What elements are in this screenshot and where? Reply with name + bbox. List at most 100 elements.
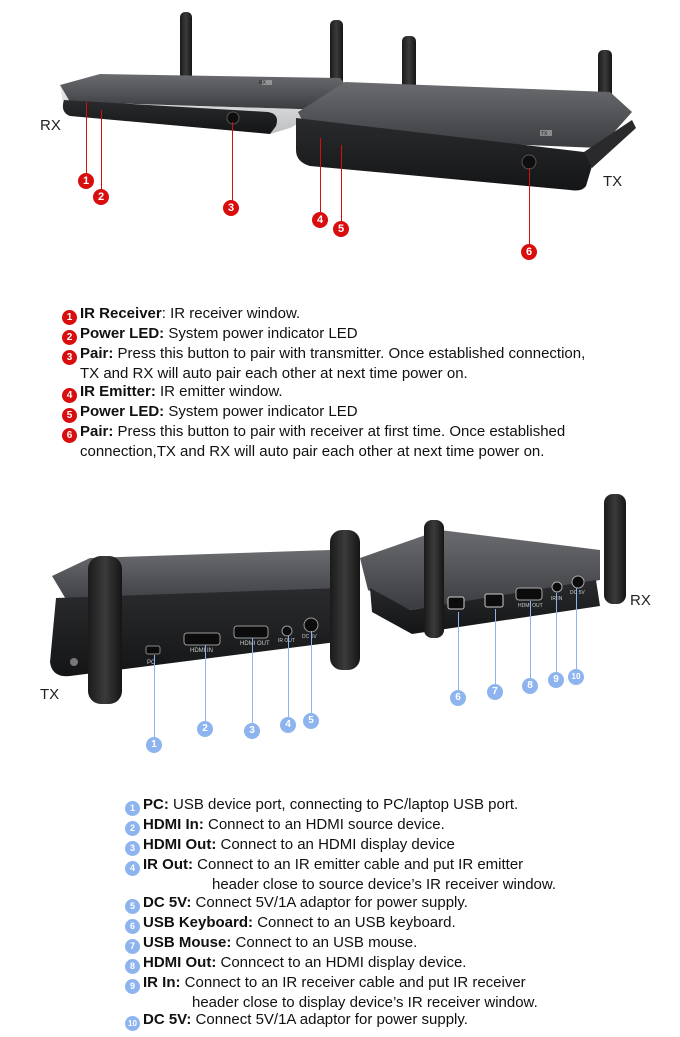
front-marker-2: 2: [93, 189, 109, 205]
leader-line-1: [86, 102, 87, 178]
leader-line-6: [529, 168, 530, 245]
number-badge: 9: [125, 978, 140, 994]
item-text: Connect to an HDMI display device: [220, 836, 455, 853]
front-desc-continuation: connection,TX and RX will auto pair each…: [80, 442, 545, 460]
rear-leader-line-7: [495, 609, 496, 685]
front-desc-continuation: TX and RX will auto pair each other at n…: [80, 365, 468, 382]
rear-marker-7: 7: [487, 684, 503, 700]
separator: :: [161, 305, 171, 322]
number-badge: 3: [62, 350, 77, 365]
rear-marker-1: 1: [146, 737, 162, 753]
front-marker-4: 4: [312, 212, 328, 228]
leader-line-3: [232, 122, 233, 202]
rear-marker-8: 8: [522, 678, 538, 694]
item-title: IR Receiver: [80, 305, 162, 322]
item-text: Connect to an USB mouse.: [235, 933, 418, 951]
item-title: IR In:: [143, 973, 181, 991]
item-text: Connect to an IR emitter cable and put I…: [197, 856, 524, 873]
rear-leader-line-3: [252, 638, 253, 726]
number-badge: 4: [62, 387, 77, 403]
rear-marker-5: 5: [303, 713, 319, 729]
number-badge: 3: [125, 841, 140, 856]
item-title: HDMI Out:: [143, 953, 217, 971]
number-badge: 5: [62, 407, 77, 423]
rear-leader-line-9: [556, 593, 557, 673]
front-marker-5: 5: [333, 221, 349, 237]
item-text: Connect to an USB keyboard.: [257, 913, 456, 931]
rear-leader-line-8: [530, 601, 531, 679]
number-badge: 2: [62, 330, 77, 345]
number-badge: 8: [125, 958, 140, 974]
rear-desc-continuation: header close to source device’s IR recei…: [212, 876, 557, 893]
rear-rx-label: RX: [630, 592, 651, 609]
item-text: Connect 5V/1A adaptor for power supply.: [195, 893, 468, 911]
item-text: USB device port, connecting to PC/laptop…: [173, 796, 519, 813]
port-label-dc5v: DC 5V: [302, 634, 317, 640]
rear-desc-continuation: header close to display device’s IR rece…: [192, 993, 538, 1011]
rear-product-photo: [50, 494, 626, 704]
rear-marker-2: 2: [197, 721, 213, 737]
item-text: IR emitter window.: [160, 382, 283, 400]
tx-top-badge: TX: [541, 131, 548, 137]
item-title: HDMI Out:: [143, 836, 217, 853]
front-tx-label: TX: [603, 173, 623, 190]
port-label-ir-out: IR OUT: [278, 638, 295, 644]
number-badge: 6: [125, 918, 140, 934]
item-text: Conncect to an HDMI display device.: [220, 953, 467, 971]
number-badge: 10: [125, 1016, 140, 1032]
item-title: IR Out:: [143, 856, 193, 873]
rear-leader-line-1: [154, 655, 155, 738]
item-text: Press this button to pair with transmitt…: [117, 345, 586, 362]
item-title: Power LED:: [80, 325, 165, 342]
rear-marker-9: 9: [548, 672, 564, 688]
leader-line-2: [101, 110, 102, 194]
number-badge: 4: [125, 861, 140, 876]
port-label-hdmi-out: HDMI OUT: [240, 641, 270, 647]
rx-port-label-dc5v: DC 5V: [570, 590, 585, 596]
number-badge: 1: [125, 801, 140, 816]
rear-marker-4: 4: [280, 717, 296, 733]
item-title: DC 5V:: [143, 893, 192, 911]
item-title: USB Mouse:: [143, 933, 232, 951]
item-title: Pair:: [80, 345, 114, 362]
item-title: Pair:: [80, 422, 114, 440]
item-text: Connect to an HDMI source device.: [208, 816, 445, 833]
item-text: System power indicator LED: [168, 325, 358, 342]
rear-tx-label: TX: [40, 686, 60, 703]
rear-leader-line-10: [576, 588, 577, 670]
front-marker-6: 6: [521, 244, 537, 260]
front-rx-label: RX: [40, 117, 61, 134]
item-title: DC 5V:: [143, 1011, 192, 1029]
rear-leader-line-2: [205, 645, 206, 722]
front-marker-1: 1: [78, 173, 94, 189]
item-text: Connect 5V/1A adaptor for power supply.: [195, 1011, 468, 1029]
leader-line-4: [320, 138, 321, 212]
item-text: Connect to an IR receiver cable and put …: [184, 973, 526, 991]
item-title: HDMI In:: [143, 816, 204, 833]
item-text: System power indicator LED: [168, 402, 358, 420]
item-title: USB Keyboard:: [143, 913, 254, 931]
rear-marker-6: 6: [450, 690, 466, 706]
rear-leader-line-6: [458, 612, 459, 691]
rear-leader-line-4: [288, 636, 289, 718]
number-badge: 2: [125, 821, 140, 836]
port-label-hdmi-in: HDMI IN: [190, 648, 213, 654]
item-text: Press this button to pair with receiver …: [117, 422, 566, 440]
item-title: PC:: [143, 796, 169, 813]
number-badge: 6: [62, 427, 77, 443]
